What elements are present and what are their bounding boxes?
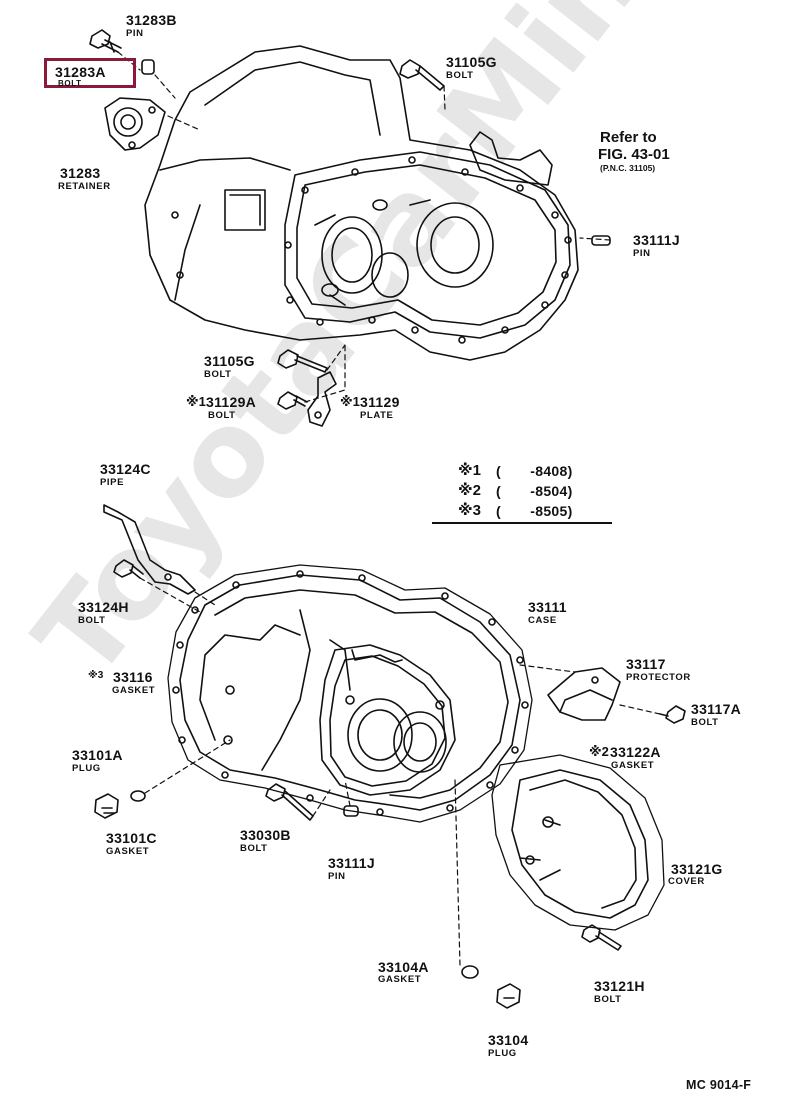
plug-33101a-drawing [94,793,119,819]
part-name-31129: PLATE [360,410,394,421]
part-name-31105g-bot: BOLT [204,369,232,380]
part-number-33124h[interactable]: 33124H [78,599,129,615]
part-number-31129[interactable]: 31129 [360,394,400,410]
reference-line-1: Refer to [600,129,657,146]
part-number-33111j-top[interactable]: 33111J [633,232,680,248]
part-name-33124c: PIPE [100,477,125,488]
plug-33104-drawing [496,983,521,1009]
pin-31283b-drawing [141,59,155,75]
legend-mark-2: ※2 [458,482,481,499]
bolt-33030b-drawing [265,783,314,821]
bolt-33117a-drawing [659,705,686,724]
part-number-33111[interactable]: 33111 [528,599,567,615]
part-number-31105g-bot[interactable]: 31105G [204,353,255,369]
part-number-33101c[interactable]: 33101C [106,830,157,846]
part-name-33104: PLUG [488,1048,517,1059]
legend-range-1: ( -8408) [496,463,573,479]
selected-part-highlight[interactable] [44,58,136,88]
pin-33111j-top-drawing [591,235,611,246]
bottom-leader-dashes [139,577,661,966]
part-number-33122a[interactable]: 33122A [610,744,661,760]
reference-fig-link[interactable]: FIG. 43-01 [598,146,670,163]
legend-mark-1: ※1 [458,462,481,479]
retainer-31283-drawing [104,97,166,151]
part-number-31283b[interactable]: 31283B [126,12,177,28]
part-name-33101c: GASKET [106,846,150,857]
transaxle-housing-drawing [144,45,579,361]
part-name-33030b: BOLT [240,843,268,854]
pipe-33124c-drawing [103,504,196,595]
pin-33111j-bot-drawing [343,805,359,817]
protector-33117-drawing [547,667,621,721]
part-number-31105g-top[interactable]: 31105G [446,54,497,70]
bolt-33124h-drawing [113,559,144,579]
part-number-33104a[interactable]: 33104A [378,959,429,975]
part-number-33124c[interactable]: 33124C [100,461,151,477]
part-name-31283a: BOLT [58,79,82,88]
gasket-33101c-drawing [130,790,146,802]
transaxle-case-drawing [167,564,533,823]
part-number-33030b[interactable]: 33030B [240,827,291,843]
legend-range-3: ( -8505) [496,503,573,519]
part-name-33116: GASKET [112,685,156,696]
part-number-33104[interactable]: 33104 [488,1032,529,1048]
mark-31129a: ※1 [186,394,206,409]
bolt-33121h-drawing [581,924,622,951]
gasket-33104a-drawing [461,965,479,979]
part-name-33111j-top: PIN [633,248,651,259]
bolt-31105g-bot-drawing [277,349,328,373]
part-number-33117[interactable]: 33117 [626,656,666,672]
part-number-31129a[interactable]: 31129A [206,394,257,410]
part-name-33117: PROTECTOR [626,672,691,683]
part-name-31129a: BOLT [208,410,236,421]
part-number-33111j-bot[interactable]: 33111J [328,855,375,871]
bolt-31105g-top-drawing [399,59,445,91]
part-number-33117a[interactable]: 33117A [691,701,742,717]
bolt-31283a-drawing [89,29,122,53]
legend-underline [432,522,612,524]
part-name-33124h: BOLT [78,615,106,626]
cover-33121g-drawing [491,754,665,931]
part-number-31283a[interactable]: 31283A [55,64,106,80]
part-number-33121h[interactable]: 33121H [594,978,645,994]
part-name-33111j-bot: PIN [328,871,346,882]
part-name-33111: CASE [528,615,557,626]
mark-33122a: ※2 [589,744,609,759]
part-name-33122a: GASKET [611,760,655,771]
reference-pnc: (P.N.C. 31105) [600,163,656,173]
part-number-33101a[interactable]: 33101A [72,747,123,763]
plate-31129-drawing [307,371,337,427]
legend-mark-3: ※3 [458,502,481,519]
part-number-31283[interactable]: 31283 [60,165,101,181]
top-leader-dashes [117,51,611,403]
part-name-31283: RETAINER [58,181,111,192]
part-name-33104a: GASKET [378,974,422,985]
legend-range-2: ( -8504) [496,483,573,499]
part-number-33116[interactable]: 33116 [113,669,153,685]
mark-31129: ※1 [340,394,360,409]
figure-code: MC 9014-F [686,1078,752,1092]
part-name-33101a: PLUG [72,763,101,774]
part-name-31283b: PIN [126,28,144,39]
part-name-31105g-top: BOLT [446,70,474,81]
part-name-33121h: BOLT [594,994,622,1005]
bolt-31129a-drawing [277,391,308,410]
mark-33116: ※3 [88,670,104,681]
part-name-33121g: COVER [668,876,705,887]
part-name-33117a: BOLT [691,717,719,728]
part-number-33121g[interactable]: 33121G [671,861,723,877]
